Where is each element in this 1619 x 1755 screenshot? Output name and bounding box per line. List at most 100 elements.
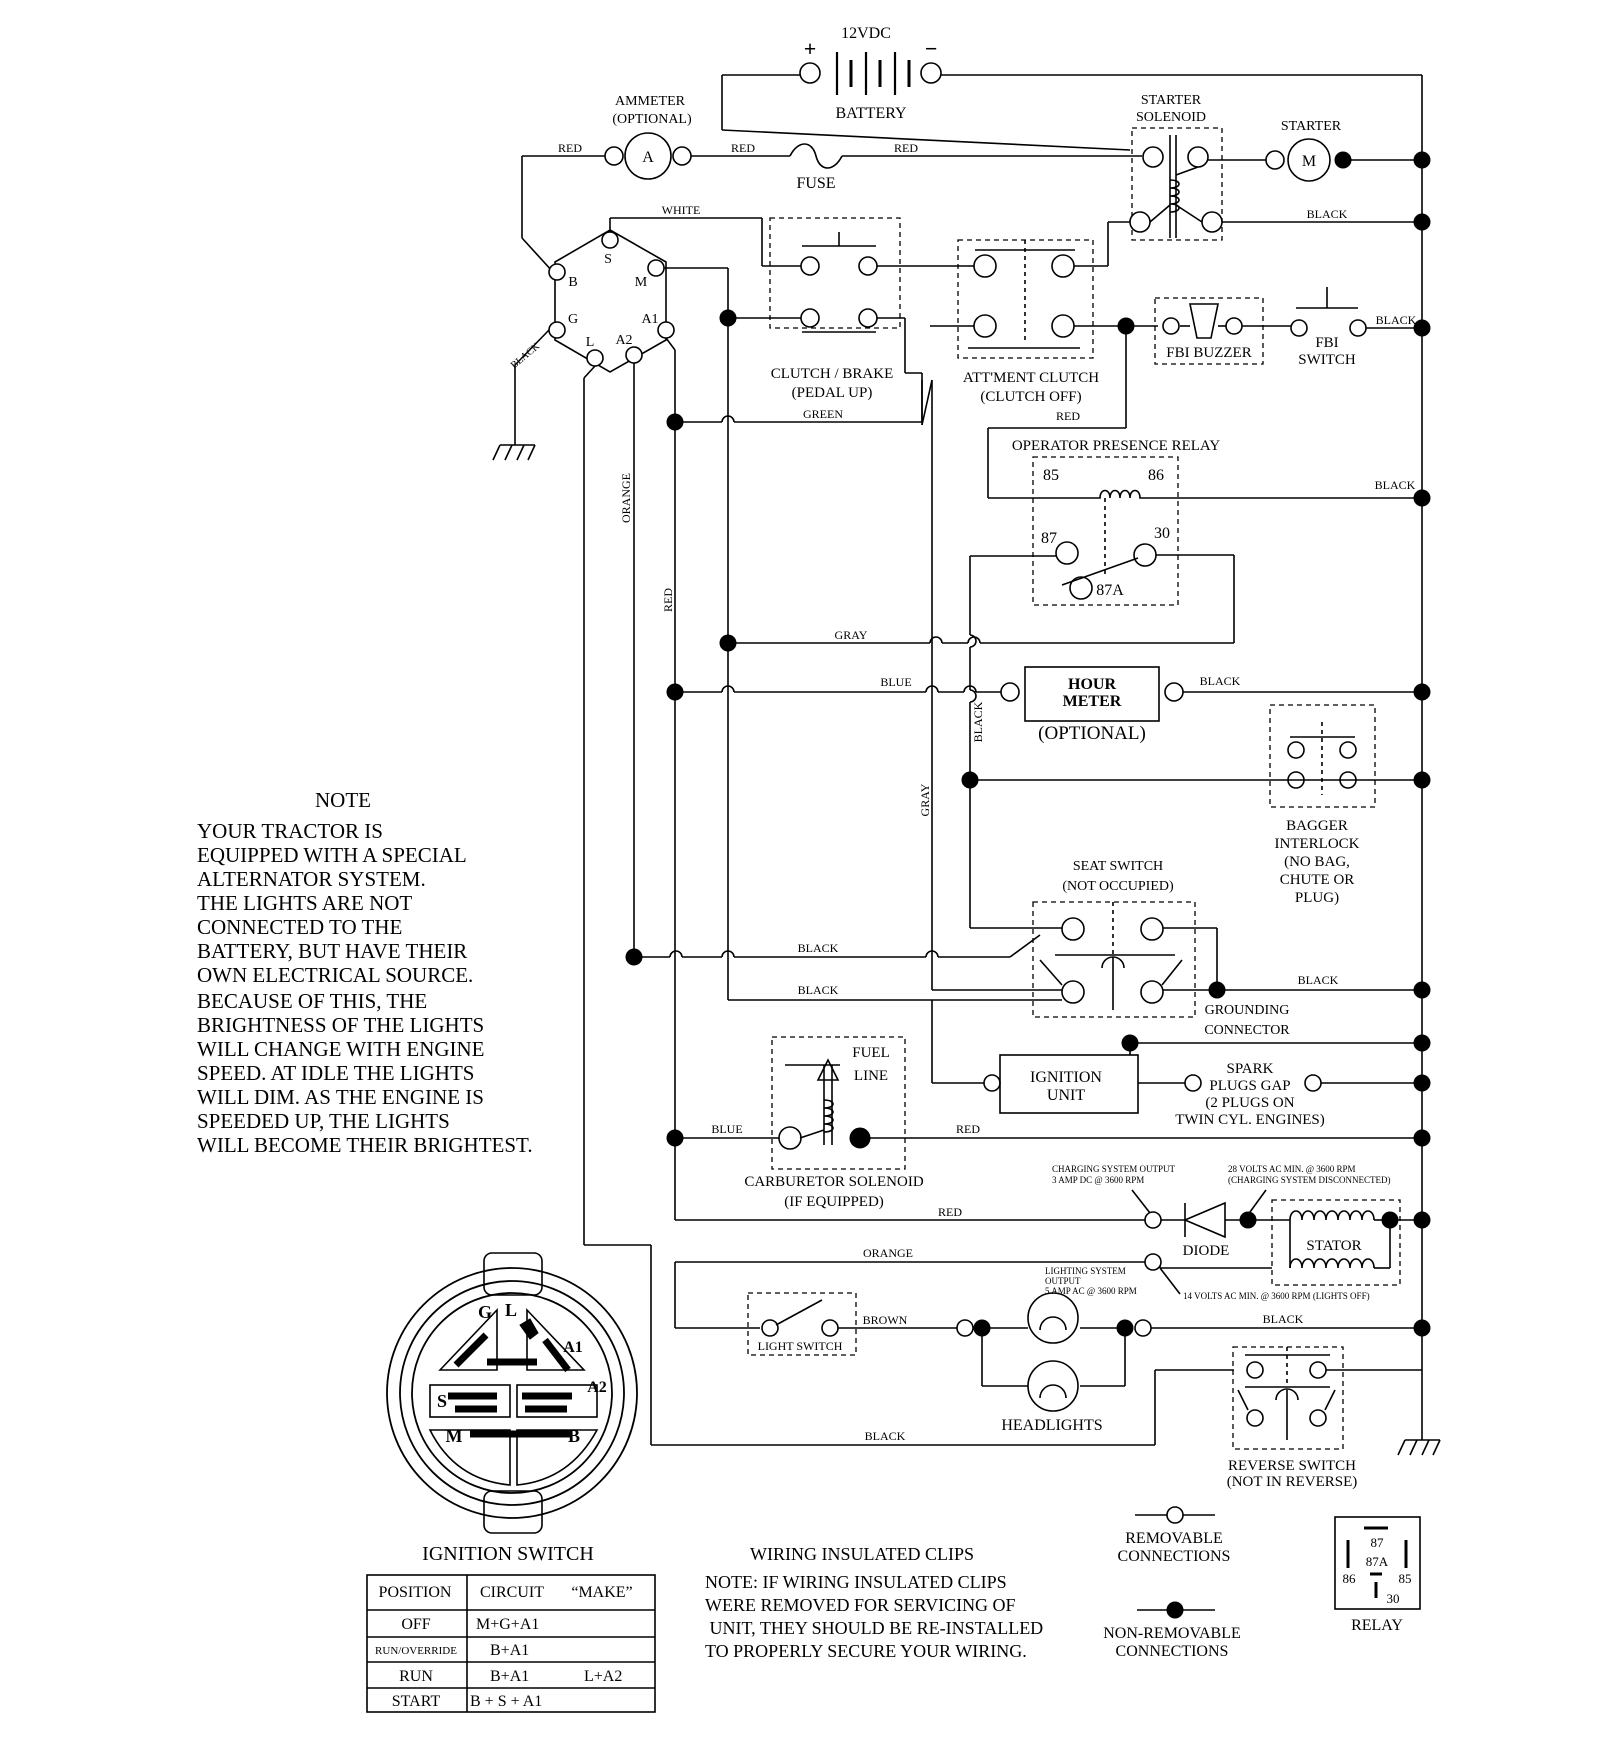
table-cell: START (392, 1693, 441, 1710)
face-a1: A1 (563, 1339, 583, 1356)
clips-title: WIRING INSULATED CLIPS (750, 1544, 974, 1564)
note-line: SPEED. AT IDLE THE LIGHTS (197, 1061, 474, 1085)
relay-pin-86: 86 (1343, 1571, 1357, 1586)
light-switch: LIGHT SWITCH (747, 1292, 857, 1356)
attment-clutch-label: ATT'MENT CLUTCH (963, 370, 1099, 386)
wire-label-brown: BROWN (863, 1313, 908, 1327)
legend-removable: REMOVABLE CONNECTIONS (1118, 1506, 1231, 1565)
note-line: BECAUSE OF THIS, THE (197, 989, 427, 1013)
wire-label-black: BLACK (865, 1429, 906, 1443)
carburetor-label: CARBURETOR SOLENOID (744, 1174, 923, 1190)
bagger-label4: CHUTE OR (1280, 872, 1355, 888)
relay-pin-30: 30 (1387, 1591, 1400, 1606)
wire-white: WHITE (609, 203, 802, 267)
clips-line: NOTE: IF WIRING INSULATED CLIPS (705, 1572, 1007, 1592)
seat-switch: SEAT SWITCH (NOT OCCUPIED) (1032, 859, 1196, 1018)
wire-label-black: BLACK (971, 701, 985, 742)
reverse-switch-label: REVERSE SWITCH (1228, 1458, 1356, 1474)
light-switch-label: LIGHT SWITCH (758, 1339, 843, 1353)
note-line: WILL DIM. AS THE ENGINE IS (197, 1085, 484, 1109)
wire-label-black: BLACK (1375, 478, 1416, 492)
bagger-label3: (NO BAG, (1284, 854, 1350, 870)
note-line: CONNECTED TO THE (197, 915, 402, 939)
spark-plugs-label4: TWIN CYL. ENGINES) (1175, 1112, 1325, 1128)
hour-meter-label2: METER (1063, 693, 1122, 710)
starter-solenoid-label: STARTER (1141, 93, 1202, 108)
terminal-a2: A2 (615, 333, 632, 348)
terminal-l: L (586, 335, 595, 350)
diode: DIODE (1144, 1201, 1257, 1259)
battery: 12VDC BATTERY + − (721, 25, 1422, 151)
wire-label-black: BLACK (1376, 313, 1417, 327)
clips-line: TO PROPERLY SECURE YOUR WIRING. (705, 1641, 1027, 1661)
fbi-switch-label: FBI (1315, 335, 1338, 351)
wire-label-orange: ORANGE (619, 473, 633, 523)
note-line: BRIGHTNESS OF THE LIGHTS (197, 1013, 484, 1037)
bagger-label: BAGGER (1286, 818, 1348, 834)
bagger-label5: PLUG) (1295, 890, 1339, 906)
headlights-label: HEADLIGHTS (1001, 1417, 1102, 1434)
clips-line: WERE REMOVED FOR SERVICING OF (705, 1595, 1016, 1615)
ignition-unit: IGNITION UNIT (983, 1054, 1139, 1114)
bagger-interlock: BAGGER INTERLOCK (NO BAG, CHUTE OR PLUG) (1269, 704, 1376, 906)
carburetor-solenoid: FUEL LINE CARBURETOR SOLENOID (IF EQUIPP… (744, 1036, 924, 1210)
face-s: S (437, 1391, 447, 1411)
note-line: OWN ELECTRICAL SOURCE. (197, 963, 473, 987)
wire-label-white: WHITE (662, 203, 701, 217)
ignition-position-table: POSITION CIRCUIT “MAKE” OFF M+G+A1 RUN/O… (366, 1574, 656, 1713)
clutch-brake-switch: CLUTCH / BRAKE (PEDAL UP) (769, 217, 901, 401)
charging-min-sub: (CHARGING SYSTEM DISCONNECTED) (1228, 1175, 1391, 1185)
table-cell: L+A2 (584, 1668, 622, 1685)
relay-30: 30 (1154, 525, 1170, 542)
wire-label-red: RED (661, 588, 675, 612)
legend-nonremovable-label: NON-REMOVABLE (1103, 1625, 1240, 1642)
wire-label-red: RED (558, 141, 582, 155)
seat-switch-label: SEAT SWITCH (1073, 859, 1163, 874)
note-line: THE LIGHTS ARE NOT (197, 891, 412, 915)
terminal-a1: A1 (641, 312, 658, 327)
fbi-switch: FBI SWITCH (1290, 287, 1367, 368)
legend-removable-label2: CONNECTIONS (1118, 1548, 1231, 1565)
lighting-output-amps: 5 AMP AC @ 3600 RPM (1045, 1286, 1137, 1296)
terminal-s: S (604, 252, 612, 267)
table-cell: M+G+A1 (476, 1616, 539, 1633)
diode-label: DIODE (1183, 1243, 1230, 1259)
fuse-label: FUSE (796, 175, 835, 192)
relay-pin-85: 85 (1399, 1571, 1412, 1586)
ground-bus (1397, 75, 1441, 1456)
wire-label-black: BLACK (509, 340, 543, 371)
legend-relay: 87 86 87A 85 30 RELAY (1334, 1516, 1421, 1634)
fbi-switch-sub: SWITCH (1298, 352, 1356, 368)
wire-label-black: BLACK (1298, 973, 1339, 987)
face-b: B (568, 1426, 580, 1446)
lighting-output-label: LIGHTING SYSTEM (1045, 1266, 1126, 1276)
reverse-switch: REVERSE SWITCH (NOT IN REVERSE) (1227, 1346, 1357, 1490)
table-cell: RUN/OVERRIDE (375, 1645, 457, 1657)
ammeter-label: AMMETER (615, 94, 686, 109)
face-l: L (505, 1300, 517, 1320)
attachment-clutch-switch: ATT'MENT CLUTCH (CLUTCH OFF) (957, 239, 1099, 405)
table-header-position: POSITION (379, 1584, 452, 1601)
wire-label-red: RED (731, 141, 755, 155)
terminal-m: M (635, 275, 648, 290)
terminal-b: B (568, 275, 577, 290)
legend-removable-label: REMOVABLE (1125, 1530, 1223, 1547)
note-block: NOTE YOUR TRACTOR IS EQUIPPED WITH A SPE… (197, 788, 533, 1157)
note-line: ALTERNATOR SYSTEM. (197, 867, 426, 891)
ammeter: A AMMETER (OPTIONAL) RED (521, 94, 692, 273)
starter-solenoid: STARTER SOLENOID (1129, 93, 1223, 241)
wire-label-orange: ORANGE (863, 1246, 913, 1260)
wire-label-gray: GRAY (835, 628, 868, 642)
wire-label-red: RED (956, 1122, 980, 1136)
legend-nonremovable-label2: CONNECTIONS (1116, 1643, 1229, 1660)
starter-symbol: M (1302, 153, 1316, 170)
relay-87: 87 (1041, 530, 1057, 547)
note-line: BATTERY, BUT HAVE THEIR (197, 939, 467, 963)
grounding-connector-label2: CONNECTOR (1204, 1023, 1290, 1038)
note-title: NOTE (315, 788, 371, 812)
wire-label-blue: BLUE (880, 675, 911, 689)
battery-label: BATTERY (835, 105, 907, 122)
stator-label: STATOR (1306, 1238, 1361, 1254)
ammeter-optional: (OPTIONAL) (612, 112, 692, 127)
